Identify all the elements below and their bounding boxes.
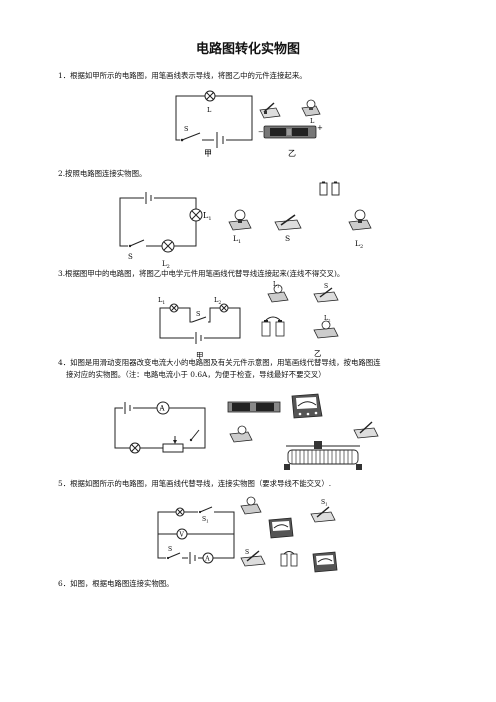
svg-text:A: A	[204, 556, 210, 563]
q2-real-components: L1 S L2	[228, 209, 372, 250]
switch-icon	[353, 421, 379, 439]
switch-icon	[313, 287, 339, 303]
question-5-text: 5．根据如图所示的电路图，用笔画线代替导线，连接实物图（要求导线不能交叉）.	[58, 479, 332, 488]
svg-text:S: S	[128, 253, 133, 261]
svg-text:S: S	[285, 234, 290, 243]
svg-text:+: +	[317, 124, 323, 132]
question-4-text-line1: 4．如图是用滑动变阻器改变电流大小的电路图及有关元件示意图，用笔画线代替导线，按…	[58, 358, 381, 367]
sliding-rheostat-icon	[284, 441, 362, 470]
svg-text:S1: S1	[202, 516, 209, 524]
switch-s1-icon	[310, 506, 336, 523]
switch-s-icon	[274, 214, 302, 231]
lamp-l2-icon	[348, 209, 372, 231]
lamp-on-base-icon	[301, 99, 321, 117]
svg-text:乙: 乙	[314, 349, 322, 358]
switch-icon	[259, 102, 281, 119]
svg-text:−: −	[258, 128, 264, 136]
batteries-icon	[280, 551, 298, 567]
svg-text:L1: L1	[203, 211, 212, 222]
svg-text:S1: S1	[321, 499, 328, 507]
lamp-icon	[240, 496, 262, 515]
ammeter-icon	[291, 393, 323, 419]
lamp-l2-icon	[313, 320, 339, 339]
svg-text:L2: L2	[355, 239, 363, 250]
svg-text:S: S	[245, 549, 249, 556]
switch-s-icon	[240, 550, 266, 567]
q3-real-components: L1 S L2 乙	[261, 281, 339, 358]
lamp-icon	[229, 425, 253, 443]
svg-text:甲: 甲	[196, 351, 204, 360]
question-6-text: 6．如图，根据电路图连接实物图。	[58, 579, 174, 588]
svg-text:S: S	[196, 310, 200, 318]
svg-text:L2: L2	[162, 260, 170, 270]
question-4-text-line2: 接对应的实物图。（注：电路电流小于 0.6A，为便于检查，导线最好不要交叉）	[66, 370, 326, 379]
svg-text:V: V	[179, 532, 185, 539]
ammeter-label: A	[159, 405, 166, 413]
svg-text:L1: L1	[273, 281, 280, 289]
svg-text:L2: L2	[324, 315, 331, 323]
page-title: 电路图转化实物图	[195, 42, 300, 57]
voltmeter-icon	[268, 517, 294, 539]
question-1-text: 1．根据如甲所示的电路图，用笔画线表示导线，将图乙中的元件连接起来。	[58, 71, 307, 80]
fig-label-jia: 甲	[204, 149, 212, 158]
q2-circuit-diagram: L1 S L2	[119, 192, 212, 270]
svg-text:S: S	[168, 546, 172, 553]
svg-text:L1: L1	[158, 296, 165, 306]
switch-label: S	[184, 125, 188, 133]
svg-text:L: L	[310, 117, 315, 125]
q5-real-components: S1 S	[240, 496, 338, 573]
battery-box-icon	[227, 401, 281, 413]
battery-pack-icon	[263, 125, 317, 139]
question-3-text: 3.根据图甲中的电路图，将图乙中电学元件用笔画线代替导线连接起来(连线不得交叉)…	[58, 269, 345, 278]
ammeter-icon	[312, 551, 338, 573]
svg-text:S: S	[324, 283, 328, 290]
lamp-label: L	[207, 106, 212, 114]
fig-label-yi: 乙	[288, 149, 296, 158]
svg-text:L2: L2	[214, 296, 221, 306]
lamp-l1-icon	[228, 209, 252, 231]
q3-circuit-diagram: L1 L2 S 甲	[158, 296, 241, 360]
q1-circuit-diagram: L S 甲	[175, 90, 253, 158]
q2-batteries-icon	[319, 181, 340, 196]
question-2-text: 2.按照电路图连接实物图。	[58, 169, 147, 178]
q5-circuit-diagram: S1 V S A	[157, 506, 235, 564]
q1-real-components: L − + 乙	[258, 99, 323, 158]
q4-circuit-diagram: A	[114, 401, 206, 454]
lamp-l1-icon	[267, 284, 289, 303]
batteries-icon	[261, 316, 285, 337]
q4-real-components	[227, 393, 379, 470]
svg-text:L1: L1	[233, 234, 241, 245]
